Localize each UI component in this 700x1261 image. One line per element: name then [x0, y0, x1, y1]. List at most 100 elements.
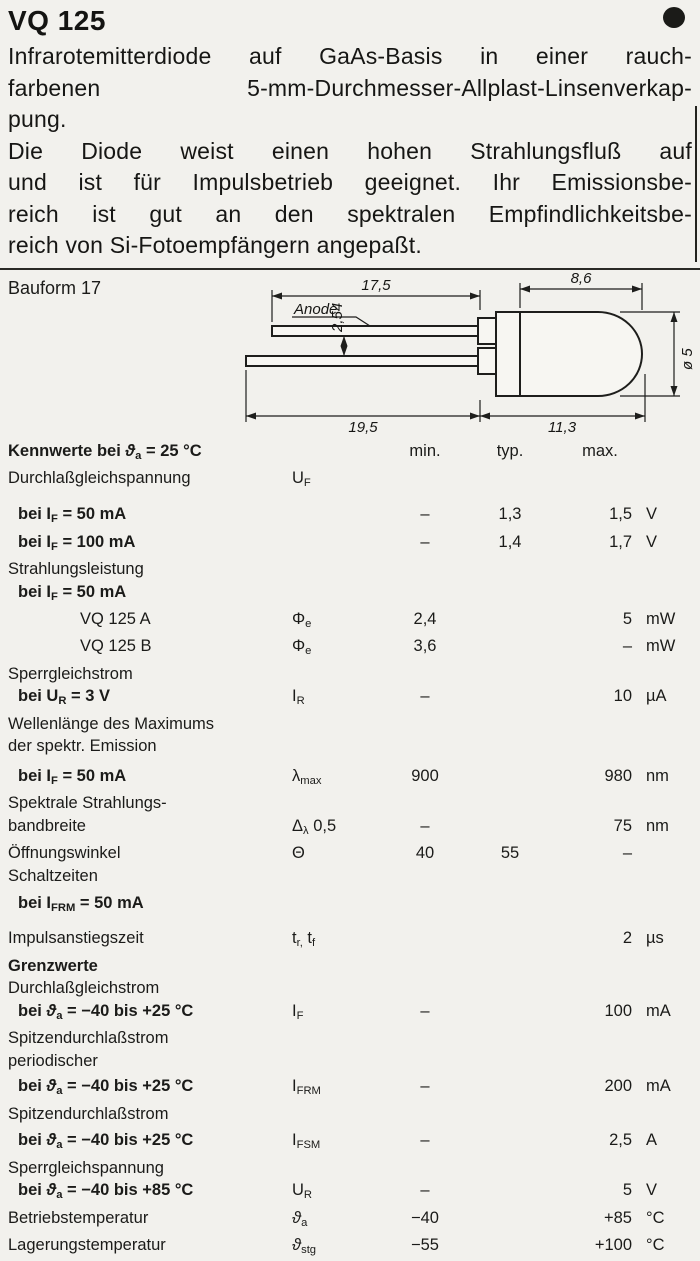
text-segment: ϑ	[46, 1131, 56, 1149]
parameter-label: Grenzwerte	[8, 955, 292, 978]
unit-label	[646, 865, 692, 888]
text-segment: λ	[292, 767, 300, 785]
text-segment: FRM	[297, 1085, 321, 1097]
min-value: 3,6	[384, 635, 466, 662]
text-segment: ϑ	[125, 442, 135, 460]
symbol: UF	[292, 467, 384, 494]
max-value	[554, 558, 646, 581]
min-value	[384, 1050, 466, 1073]
unit-label: °C	[646, 1207, 692, 1234]
text-segment: bei I	[18, 583, 51, 601]
parameter-label: bei ϑa = −40 bis +25 °C	[8, 1129, 292, 1156]
parameter-label: Wellenlänge des Maximums	[8, 713, 292, 736]
typ-value	[466, 713, 554, 736]
text-segment: Impulsanstiegszeit	[8, 929, 144, 947]
unit-label	[646, 581, 692, 608]
parameter-label: bei IF = 50 mA	[8, 765, 292, 792]
parameter-label: bei IF = 50 mA	[8, 503, 292, 530]
max-value	[554, 735, 646, 758]
package-drawing-section: Bauform 17 Anode	[0, 270, 700, 438]
min-value: 900	[384, 765, 466, 792]
min-value: –	[384, 1179, 466, 1206]
parameter-label: Kennwerte bei ϑa = 25 °C	[8, 440, 292, 467]
text-segment: periodischer	[8, 1052, 98, 1070]
min-value	[384, 955, 466, 978]
text-segment: Schaltzeiten	[8, 867, 98, 885]
symbol: UR	[292, 1179, 384, 1206]
datasheet-page: VQ 125 Infrarotemitterdiode auf GaAs-Bas…	[0, 0, 700, 1176]
parameter-label: Spektrale Strahlungs-	[8, 792, 292, 815]
typ-value	[466, 955, 554, 978]
symbol: Θ	[292, 842, 384, 865]
symbol	[292, 440, 384, 467]
unit-label: µs	[646, 927, 692, 954]
symbol	[292, 955, 384, 978]
parameter-label: der spektr. Emission	[8, 735, 292, 758]
max-value	[554, 713, 646, 736]
min-value	[384, 865, 466, 888]
text-segment: Spektrale Strahlungs-	[8, 794, 167, 812]
text-segment: F	[51, 591, 58, 603]
min-value	[384, 735, 466, 758]
intro-line: Die Diode weist einen hohen Strahlungsfl…	[8, 136, 692, 168]
max-value: 100	[554, 1000, 646, 1027]
text-segment: = −40 bis +25 °C	[62, 1002, 193, 1020]
unit-label: mA	[646, 1075, 692, 1102]
parameter-label: Durchlaßgleichspannung	[8, 467, 292, 494]
table-row: Wellenlänge des Maximums	[8, 713, 692, 736]
typ-value	[466, 865, 554, 888]
min-value	[384, 1103, 466, 1126]
text-segment: Δ	[292, 817, 303, 835]
min-value: –	[384, 1000, 466, 1027]
dim-8-6: 8,6	[571, 270, 593, 287]
typ-value	[466, 1050, 554, 1073]
text-segment: bei I	[18, 533, 51, 551]
max-value: 200	[554, 1075, 646, 1102]
text-segment: ϑ	[292, 1209, 301, 1227]
unit-label: mW	[646, 635, 692, 662]
intro-line: pung.	[8, 104, 692, 136]
text-segment: bei I	[18, 894, 51, 912]
led-flange	[496, 312, 520, 396]
text-segment: = 25 °C	[141, 442, 201, 460]
parameter-label: bei IF = 50 mA	[8, 581, 292, 608]
scan-edge-artifact	[695, 106, 697, 262]
symbol: ϑa	[292, 1207, 384, 1234]
text-segment: ϑ	[46, 1181, 56, 1199]
text-segment: e	[305, 645, 311, 657]
min-value: –	[384, 1129, 466, 1156]
text-segment: = 50 mA	[58, 767, 126, 785]
typ-value	[466, 635, 554, 662]
max-value: 980	[554, 765, 646, 792]
text-segment: = −40 bis +85 °C	[62, 1181, 193, 1199]
cathode-tab	[478, 348, 496, 374]
table-row: Spektrale Strahlungs-	[8, 792, 692, 815]
text-segment: ϑ	[46, 1077, 56, 1095]
typ-value: 1,4	[466, 531, 554, 558]
text-segment: = 100 mA	[58, 533, 136, 551]
text-segment: e	[305, 618, 311, 630]
parameter-label: Strahlungsleistung	[8, 558, 292, 581]
unit-label	[646, 892, 692, 919]
text-segment: R	[297, 695, 305, 707]
parameter-label: Schaltzeiten	[8, 865, 292, 888]
min-value: 2,4	[384, 608, 466, 635]
symbol	[292, 713, 384, 736]
unit-label	[646, 467, 692, 494]
text-segment: R	[304, 1189, 312, 1201]
unit-label: °C	[646, 1234, 692, 1261]
min-value	[384, 581, 466, 608]
unit-label: nm	[646, 765, 692, 792]
typ-value	[466, 815, 554, 842]
page-title: VQ 125	[0, 0, 700, 36]
parameter-label: Spitzendurchlaßstrom	[8, 1103, 292, 1126]
text-segment: F	[297, 1010, 304, 1022]
parameter-label: bandbreite	[8, 815, 292, 842]
min-value	[384, 892, 466, 919]
typ-value	[466, 1027, 554, 1050]
